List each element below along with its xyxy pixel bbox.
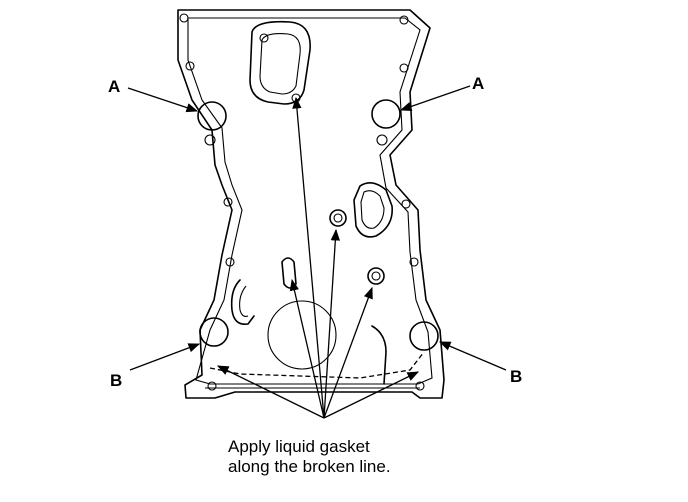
bolt-hole (225, 257, 235, 267)
callout-arrow (323, 286, 373, 419)
arrow-b-right (438, 341, 507, 371)
arrow-b-left (129, 343, 201, 371)
bolt-hole (204, 134, 216, 146)
label-a-left: A (108, 77, 120, 96)
keyhole-slot (281, 257, 297, 289)
point-a-right-circle (371, 99, 401, 129)
liquid-gasket-broken-line (209, 351, 425, 379)
bolt-hole (223, 197, 233, 207)
label-b-right: B (510, 367, 522, 386)
point-b-right-circle (409, 321, 439, 351)
small-hole-upper (329, 209, 347, 227)
caption-line-2: along the broken line. (228, 457, 391, 476)
caption-line-1: Apply liquid gasket (228, 437, 370, 456)
label-a-right: A (472, 74, 484, 93)
small-hole-lower-inner (371, 271, 381, 281)
right-port-inner (360, 190, 385, 229)
bolt-hole (409, 257, 419, 267)
left-hook-detail-inner (239, 285, 249, 317)
small-hole-upper-inner (333, 213, 343, 223)
upper-port-inner (259, 33, 301, 95)
cover-outer-outline (177, 9, 445, 399)
bolt-hole (415, 381, 425, 391)
bolt-hole (376, 134, 388, 146)
bolt-hole (185, 61, 195, 71)
right-port-outer (353, 182, 393, 238)
callout-arrow (323, 371, 420, 419)
bolt-hole (179, 13, 189, 23)
label-b-left: B (110, 371, 122, 390)
point-a-left-circle (197, 101, 227, 131)
callout-arrow (289, 278, 325, 419)
perimeter-bolt-holes (179, 13, 425, 391)
callout-arrow (323, 228, 340, 419)
gasket-callout-arrows (216, 96, 420, 419)
point-b-left-circle (199, 317, 229, 347)
small-hole-lower (367, 267, 385, 285)
bolt-hole (401, 199, 411, 209)
upper-port-bolt-hole (259, 33, 269, 43)
left-hook-detail (230, 279, 255, 326)
callout-arrow (216, 365, 325, 419)
right-curved-rib (371, 325, 387, 385)
cover-inner-outline (187, 17, 433, 385)
bolt-hole (207, 381, 217, 391)
arrow-a-left (127, 87, 199, 113)
bolt-hole (399, 15, 409, 25)
crank-seal-circle (267, 300, 337, 370)
callout-arrow (292, 96, 325, 419)
upper-port-outer (249, 20, 311, 105)
arrow-a-right (399, 85, 471, 111)
bolt-hole (399, 63, 409, 73)
